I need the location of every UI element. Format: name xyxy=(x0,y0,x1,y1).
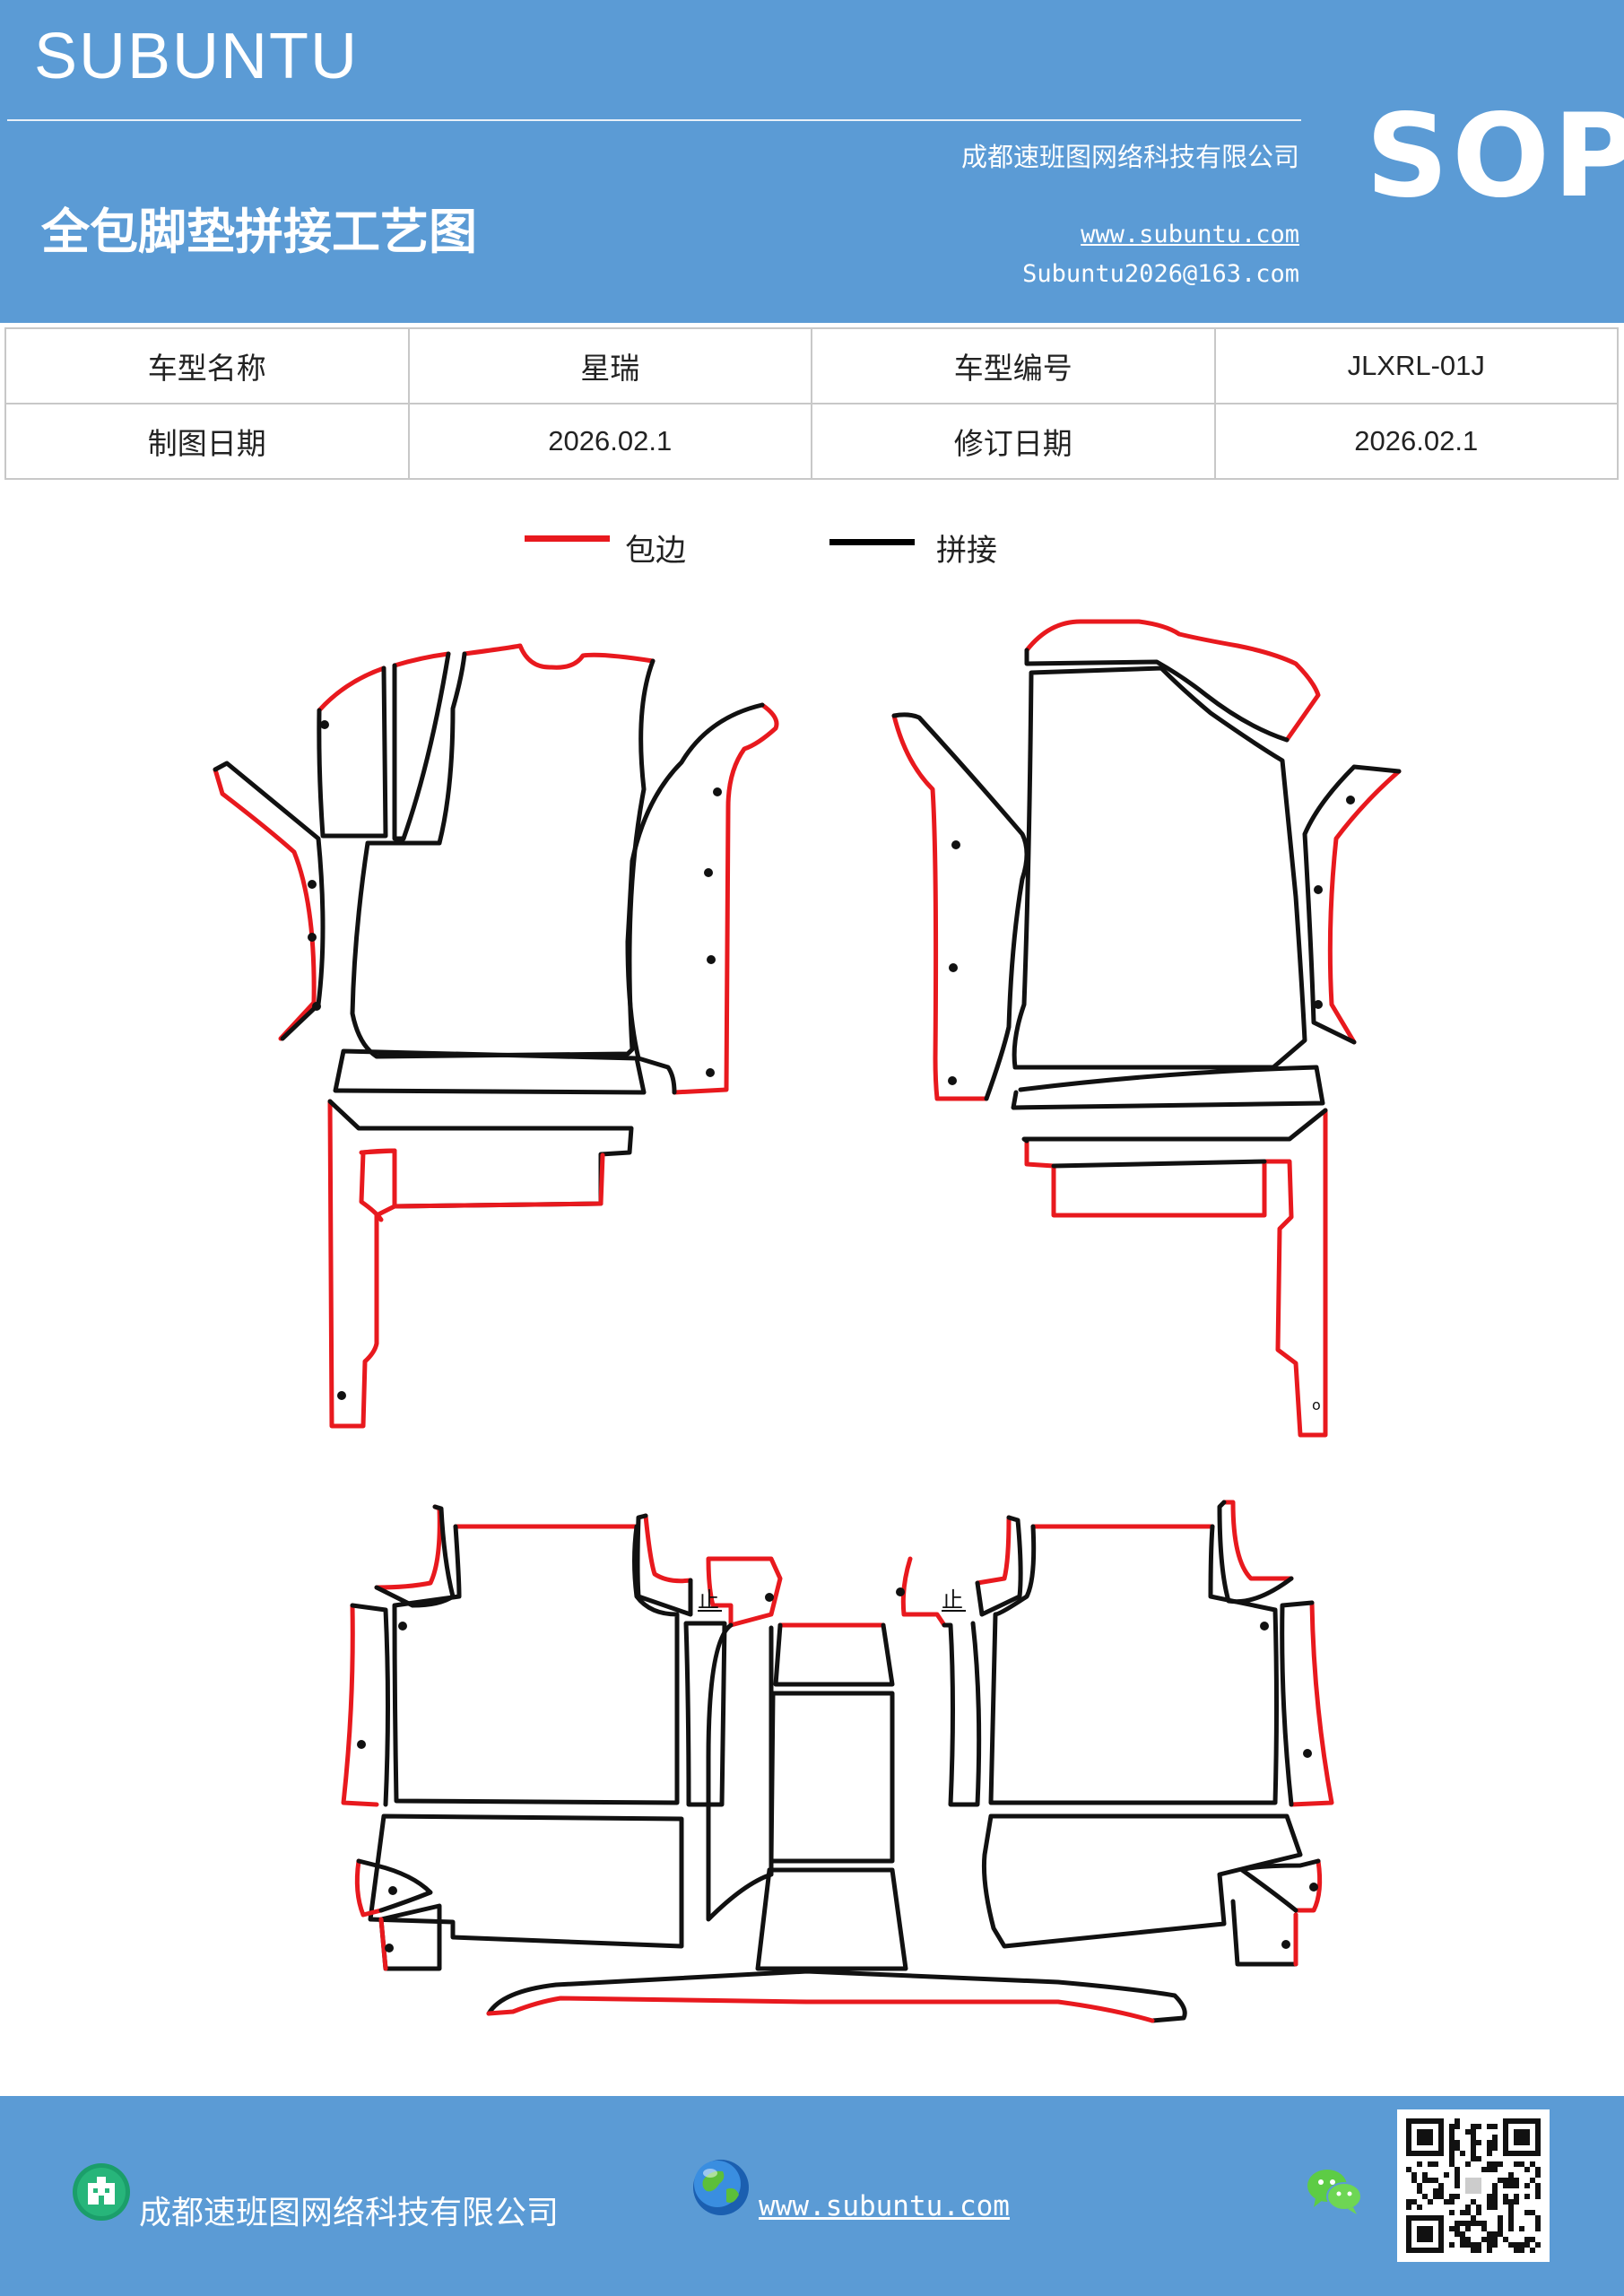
building-icon xyxy=(73,2163,130,2221)
fixing-points xyxy=(308,720,1355,1952)
legend-edge-swatch xyxy=(525,535,610,542)
table-row: 制图日期 2026.02.1 修订日期 2026.02.1 xyxy=(4,403,1619,480)
wechat-icon[interactable] xyxy=(1305,2164,1364,2218)
globe-icon xyxy=(693,2160,749,2215)
table-row: 车型名称 星瑞 车型编号 JLXRL-01J xyxy=(4,327,1619,404)
document-title: 全包脚垫拼接工艺图 xyxy=(41,203,477,260)
draw-date-label: 制图日期 xyxy=(4,403,410,480)
revise-date-value: 2026.02.1 xyxy=(1213,403,1619,480)
legend-seam-label: 拼接 xyxy=(936,533,997,569)
small-circle-mark: o xyxy=(1312,1396,1321,1413)
qr-code xyxy=(1397,2109,1550,2262)
draw-date-value: 2026.02.1 xyxy=(407,403,812,480)
page-header xyxy=(0,0,1624,323)
stop-mark-left: 止 xyxy=(698,1587,719,1613)
legend-edge-label: 包边 xyxy=(625,533,686,569)
rear-set xyxy=(341,1500,1334,2023)
header-website-link[interactable]: www.subuntu.com xyxy=(1081,221,1299,248)
legend-seam-swatch xyxy=(829,539,915,545)
stop-mark-right: 止 xyxy=(942,1587,963,1613)
brand-name: SUBUNTU xyxy=(34,21,360,92)
revise-date-label: 修订日期 xyxy=(811,403,1216,480)
header-divider xyxy=(7,119,1301,121)
right-front-set xyxy=(891,619,1402,1438)
left-front-set xyxy=(213,643,779,1429)
header-email: Subuntu2026@163.com xyxy=(1022,260,1299,288)
sop-badge: SOP xyxy=(1366,90,1624,223)
header-company: 成都速班图网络科技有限公司 xyxy=(960,142,1299,172)
floor-mat-layout-drawing: 止 止 o xyxy=(213,619,1402,2023)
model-code-value: JLXRL-01J xyxy=(1213,327,1619,404)
model-name-value: 星瑞 xyxy=(407,327,812,404)
footer-website-link[interactable]: www.subuntu.com xyxy=(759,2190,1010,2222)
model-code-label: 车型编号 xyxy=(811,327,1216,404)
footer-company: 成都速班图网络科技有限公司 xyxy=(139,2195,560,2231)
model-name-label: 车型名称 xyxy=(4,327,410,404)
info-table: 车型名称 星瑞 车型编号 JLXRL-01J 制图日期 2026.02.1 修订… xyxy=(4,327,1619,480)
